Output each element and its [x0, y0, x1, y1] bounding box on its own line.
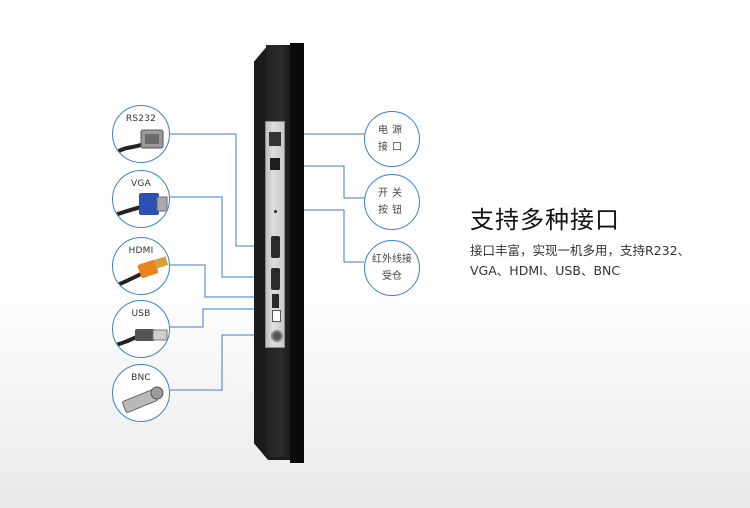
switch-button-label: 开关按钮: [378, 188, 406, 216]
io-panel: [265, 121, 285, 348]
hdmi-port: [272, 294, 279, 308]
usb-bubble: USB: [112, 300, 170, 358]
rs232-cable-icon: [115, 129, 164, 154]
ir-receiver-callout: 红外线接受仓: [364, 240, 420, 296]
bnc-bubble: BNC: [112, 364, 170, 422]
hdmi-bubble: HDMI: [112, 237, 170, 295]
vga-label: VGA: [131, 179, 151, 189]
ir-receiver: [274, 210, 277, 213]
switch-button-callout: 开关按钮: [364, 174, 420, 230]
hdmi-label: HDMI: [128, 246, 154, 256]
rs232-bubble: RS232: [112, 105, 170, 163]
ir-receiver-label: 红外线接受仓: [372, 254, 412, 282]
vga-cable-icon: [114, 193, 168, 217]
power-switch: [270, 158, 280, 170]
power-interface-label: 电源接口: [378, 125, 406, 153]
description-line-2: VGA、HDMI、USB、BNC: [470, 263, 621, 278]
vga-port: [271, 268, 280, 290]
power-port: [269, 132, 281, 146]
usb-cable-icon: [114, 329, 168, 347]
vga-bubble: VGA: [112, 170, 170, 228]
monitor-front-bezel: [290, 43, 304, 463]
description-line-1: 接口丰富，实现一机多用，支持R232、: [470, 243, 691, 258]
page-title: 支持多种接口: [470, 206, 620, 234]
usb-port: [272, 310, 281, 322]
hdmi-cable-icon: [114, 256, 169, 288]
power-interface-callout: 电源接口: [364, 111, 420, 167]
bnc-label: BNC: [131, 373, 151, 383]
bnc-connector-icon: [122, 386, 164, 413]
usb-label: USB: [131, 309, 151, 319]
rs232-port: [271, 236, 280, 258]
rs232-label: RS232: [125, 114, 157, 124]
bnc-port: [271, 330, 283, 342]
